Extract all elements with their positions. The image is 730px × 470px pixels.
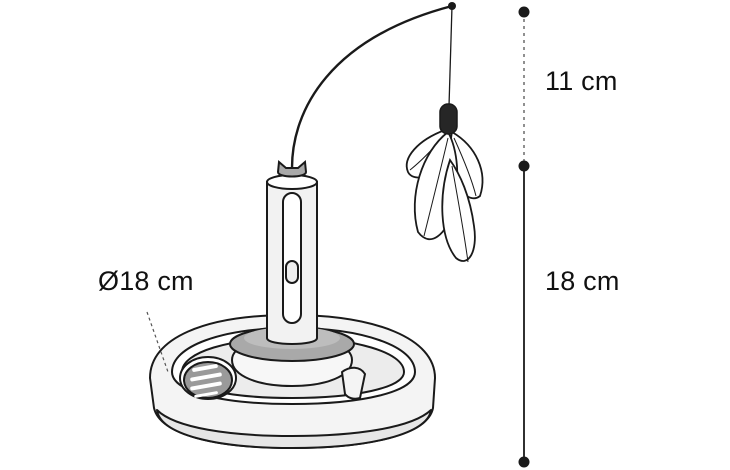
wand-wire [290,4,453,169]
wand-length-label: 11 cm [545,66,618,96]
height-dimension [518,6,530,468]
toy-column [266,174,318,345]
feather-string [448,5,453,107]
base-bottom-band [156,409,432,449]
diameter-leader [146,311,169,373]
total-height-label: 18 cm [545,266,620,296]
feather-toy [405,103,484,263]
feather-tip [439,103,458,135]
ball-window [179,356,237,400]
base-diameter-label: Ø18 cm [98,266,194,296]
column-slot [282,192,302,324]
column-switch [285,260,299,284]
dimension-dot-middle [518,160,530,172]
base-fin [341,366,366,400]
dimension-dot-top [518,6,530,18]
ball-slots [190,364,222,398]
dimension-dot-bottom [518,456,530,468]
